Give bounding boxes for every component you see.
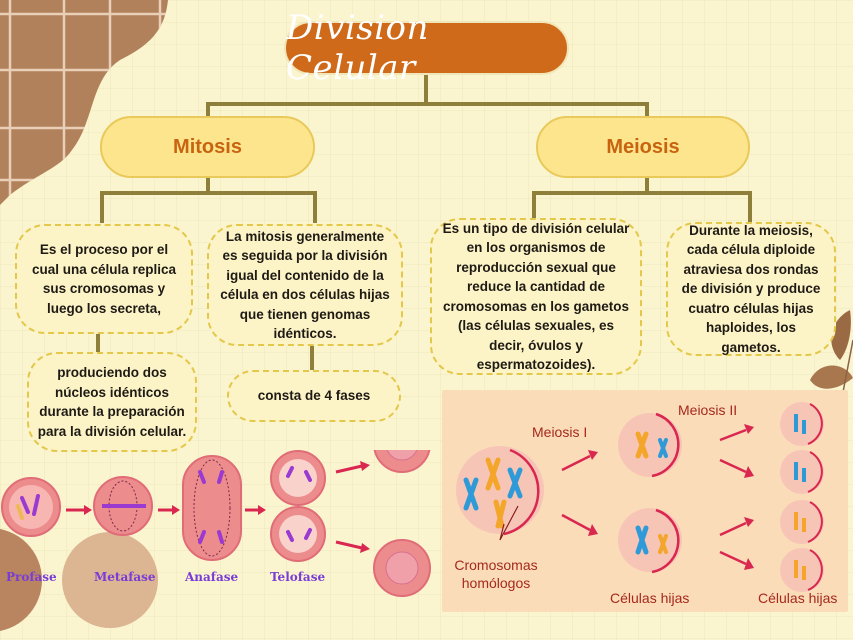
decorative-circle: [0, 528, 42, 632]
connector-line: [206, 178, 210, 194]
connector-line: [645, 178, 649, 194]
meiosis-2-label: Meiosis II: [678, 402, 738, 418]
page-title: Division Celular: [284, 8, 569, 88]
meiosis-diagram-panel: Meiosis I Meiosis II Cromosomas homólogo…: [442, 390, 848, 612]
phase-label-anafase: Anafase: [185, 570, 239, 584]
connector-line: [96, 332, 100, 354]
decorative-circle: [62, 532, 158, 628]
decorative-grid-blob: [0, 0, 168, 205]
connector-line: [206, 102, 210, 120]
anafase-cell: [182, 455, 242, 561]
connector-line: [310, 346, 314, 370]
mitosis-result-box: La mitosis generalmente es seguida por l…: [207, 224, 403, 346]
phase-label-profase: Profase: [6, 570, 57, 584]
connector-line: [748, 191, 752, 223]
meiosis-1-label: Meiosis I: [532, 424, 588, 440]
meiosis-illustration: [456, 402, 824, 592]
mitosis-definition-box: Es el proceso por el cual una célula rep…: [15, 224, 193, 334]
phase-label-metafase: Metafase: [94, 570, 156, 584]
mitosis-node: Mitosis: [100, 116, 315, 178]
homologous-chromosomes-label: Cromosomas homólogos: [454, 557, 538, 591]
connector-line: [100, 191, 317, 195]
connector-line: [645, 102, 649, 120]
meiosis-node: Meiosis: [536, 116, 750, 178]
mitosis-phases-box: consta de 4 fases: [227, 370, 401, 422]
connector-line: [206, 102, 649, 106]
connector-line: [532, 191, 536, 219]
daughter-cells-label-2: Células hijas: [758, 590, 838, 606]
mitosis-nuclei-box: produciendo dos núcleos idénticos durant…: [27, 352, 197, 452]
connector-line: [100, 191, 104, 223]
daughter-cells-label-1: Células hijas: [610, 590, 690, 606]
connector-line: [424, 75, 428, 105]
connector-line: [532, 191, 752, 195]
meiosis-definition-box: Es un tipo de división celular en los or…: [430, 218, 642, 375]
connector-line: [313, 191, 317, 223]
mitosis-phases-illustration: [0, 450, 431, 632]
meiosis-process-box: Durante la meiosis, cada célula diploide…: [666, 222, 836, 356]
phase-label-telofase: Telofase: [270, 570, 326, 584]
